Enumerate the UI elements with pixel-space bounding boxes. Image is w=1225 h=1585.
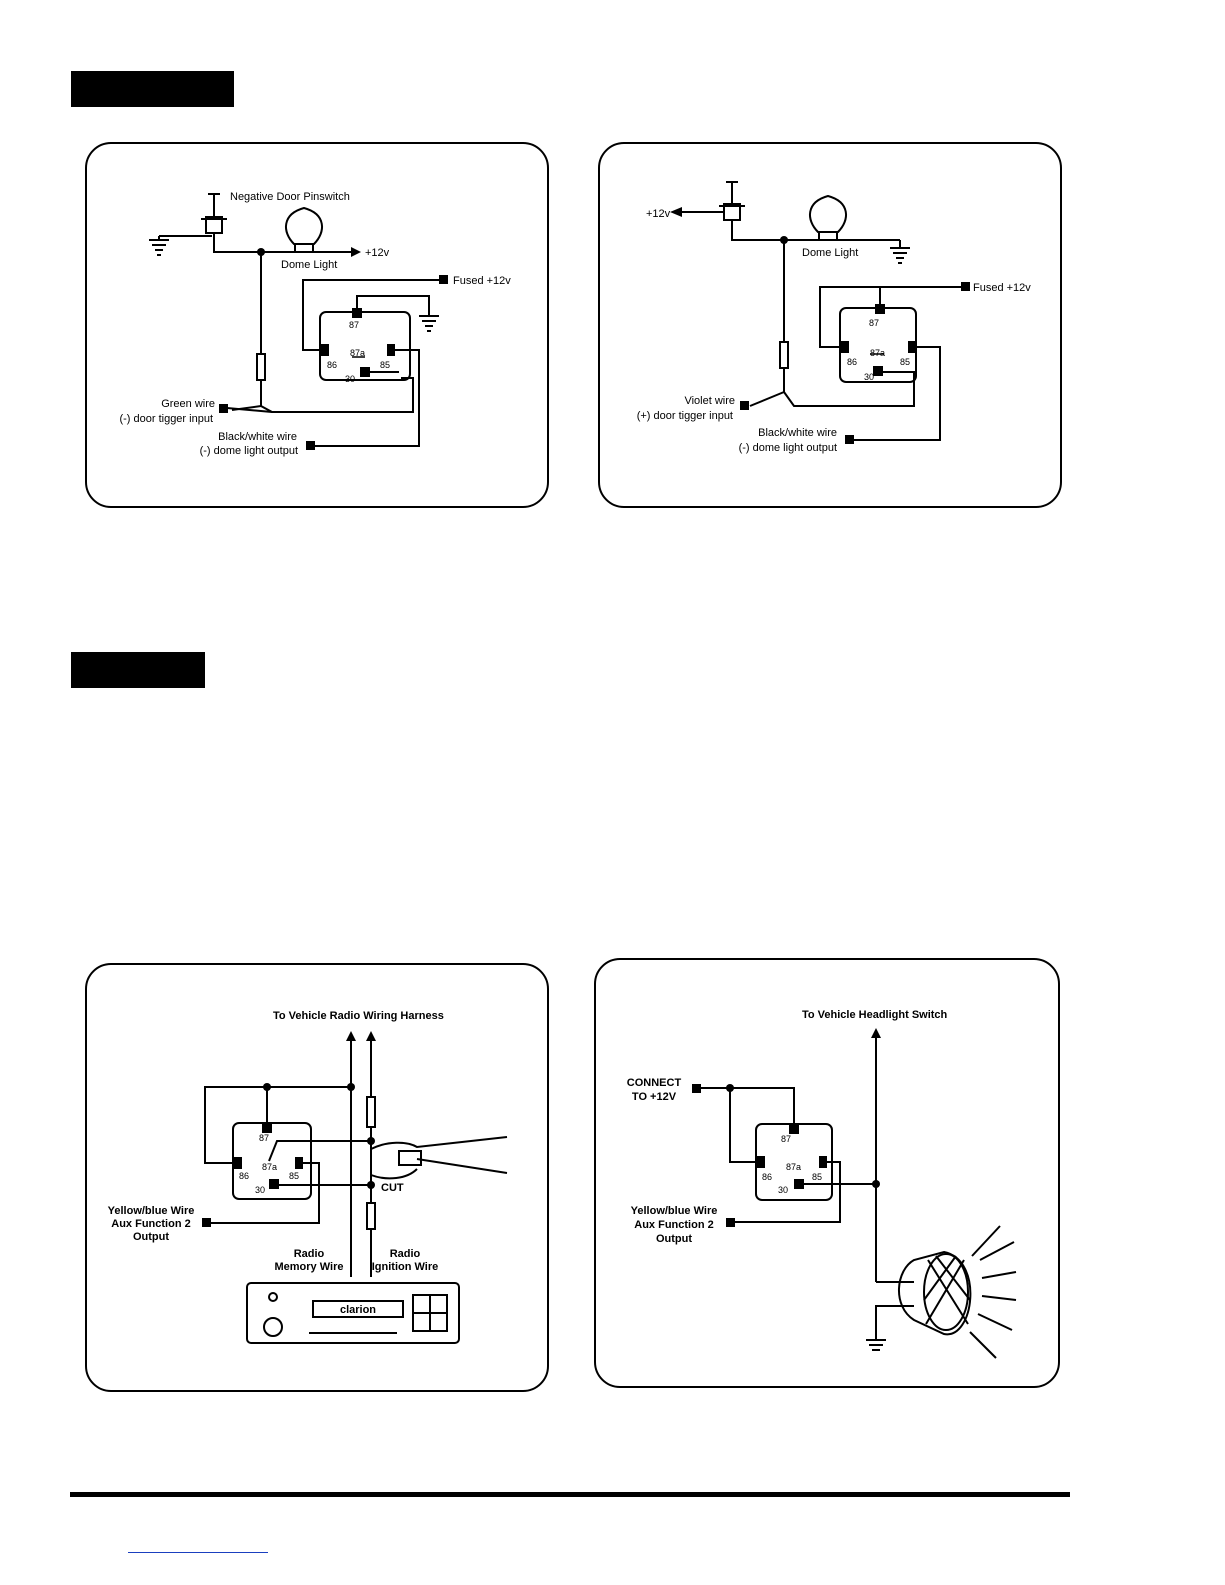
footer-rule	[70, 1492, 1070, 1497]
connect-label-line2: TO +12V	[632, 1091, 677, 1103]
relay-pin-86: 86	[239, 1171, 249, 1181]
headlight-switch-label: To Vehicle Headlight Switch	[802, 1009, 948, 1021]
relay-pin-87a: 87a	[350, 348, 365, 358]
harness-label: To Vehicle Radio Wiring Harness	[273, 1010, 444, 1022]
relay-pin-85: 85	[380, 360, 390, 370]
relay-pin-30: 30	[345, 374, 355, 384]
section-header-bar-2	[71, 652, 205, 688]
relay-pin-87a: 87a	[262, 1162, 277, 1172]
input-wire-label: Green wire	[161, 398, 215, 410]
relay-pin-87: 87	[869, 318, 879, 328]
relay-pin-86: 86	[762, 1172, 772, 1182]
input-wire-label: Violet wire	[684, 395, 735, 407]
diagram2-svg: +12v Dome Light Fused +12v 87 86 87a 85 …	[637, 181, 1031, 454]
ignition-label-line2: Ignition Wire	[372, 1261, 439, 1273]
connect-label-line1: CONNECT	[627, 1077, 682, 1089]
relay-pin-87a: 87a	[870, 348, 885, 358]
aux-label-line2: Aux Function 2	[111, 1218, 190, 1230]
diagram-positive-door-trigger: +12v Dome Light Fused +12v 87 86 87a 85 …	[598, 142, 1062, 508]
dome-light-label: Dome Light	[281, 259, 337, 271]
supply-label: +12v	[646, 208, 671, 220]
aux-label-line2: Aux Function 2	[634, 1219, 713, 1231]
cut-label: CUT	[381, 1182, 404, 1194]
diagram3-svg: To Vehicle Radio Wiring Harness 87 86 87…	[108, 1010, 508, 1344]
aux-label-line3: Output	[133, 1231, 169, 1243]
pinswitch-label: Negative Door Pinswitch	[230, 191, 350, 203]
input-desc-label: (+) door tigger input	[637, 410, 733, 422]
footer-link-underline[interactable]	[128, 1552, 268, 1553]
relay-pin-87: 87	[349, 320, 359, 330]
output-desc-label: (-) dome light output	[200, 445, 298, 457]
radio-brand: clarion	[340, 1304, 376, 1316]
relay-pin-85: 85	[289, 1171, 299, 1181]
diagram1-svg: Negative Door Pinswitch +12v Dome Light …	[119, 191, 511, 457]
input-desc-label: (-) door tigger input	[119, 413, 213, 425]
section-header-bar-1	[71, 71, 234, 107]
diagram4-svg: To Vehicle Headlight Switch CONNECT TO +…	[627, 1009, 1017, 1359]
relay-pin-87a: 87a	[786, 1162, 801, 1172]
supply-label: +12v	[365, 247, 390, 259]
relay-pin-30: 30	[864, 372, 874, 382]
output-wire-label: Black/white wire	[758, 427, 837, 439]
relay-pin-30: 30	[778, 1185, 788, 1195]
relay-pin-87: 87	[259, 1133, 269, 1143]
relay-pin-85: 85	[812, 1172, 822, 1182]
relay-pin-87: 87	[781, 1134, 791, 1144]
diagram-negative-door-trigger: Negative Door Pinswitch +12v Dome Light …	[85, 142, 549, 508]
aux-label-line3: Output	[656, 1233, 692, 1245]
relay-pin-86: 86	[327, 360, 337, 370]
fused-label: Fused +12v	[973, 282, 1031, 294]
dome-light-label: Dome Light	[802, 247, 858, 259]
diagram-headlight-aux-output: To Vehicle Headlight Switch CONNECT TO +…	[594, 958, 1060, 1388]
ignition-label-line1: Radio	[390, 1248, 421, 1260]
memory-label-line1: Radio	[294, 1248, 325, 1260]
relay-pin-85: 85	[900, 357, 910, 367]
relay-pin-86: 86	[847, 357, 857, 367]
diagram-radio-aux-output: To Vehicle Radio Wiring Harness 87 86 87…	[85, 963, 549, 1392]
output-desc-label: (-) dome light output	[739, 442, 837, 454]
aux-label-line1: Yellow/blue Wire	[631, 1205, 718, 1217]
fused-label: Fused +12v	[453, 275, 511, 287]
output-wire-label: Black/white wire	[218, 431, 297, 443]
relay-pin-30: 30	[255, 1185, 265, 1195]
aux-label-line1: Yellow/blue Wire	[108, 1205, 195, 1217]
memory-label-line2: Memory Wire	[275, 1261, 344, 1273]
